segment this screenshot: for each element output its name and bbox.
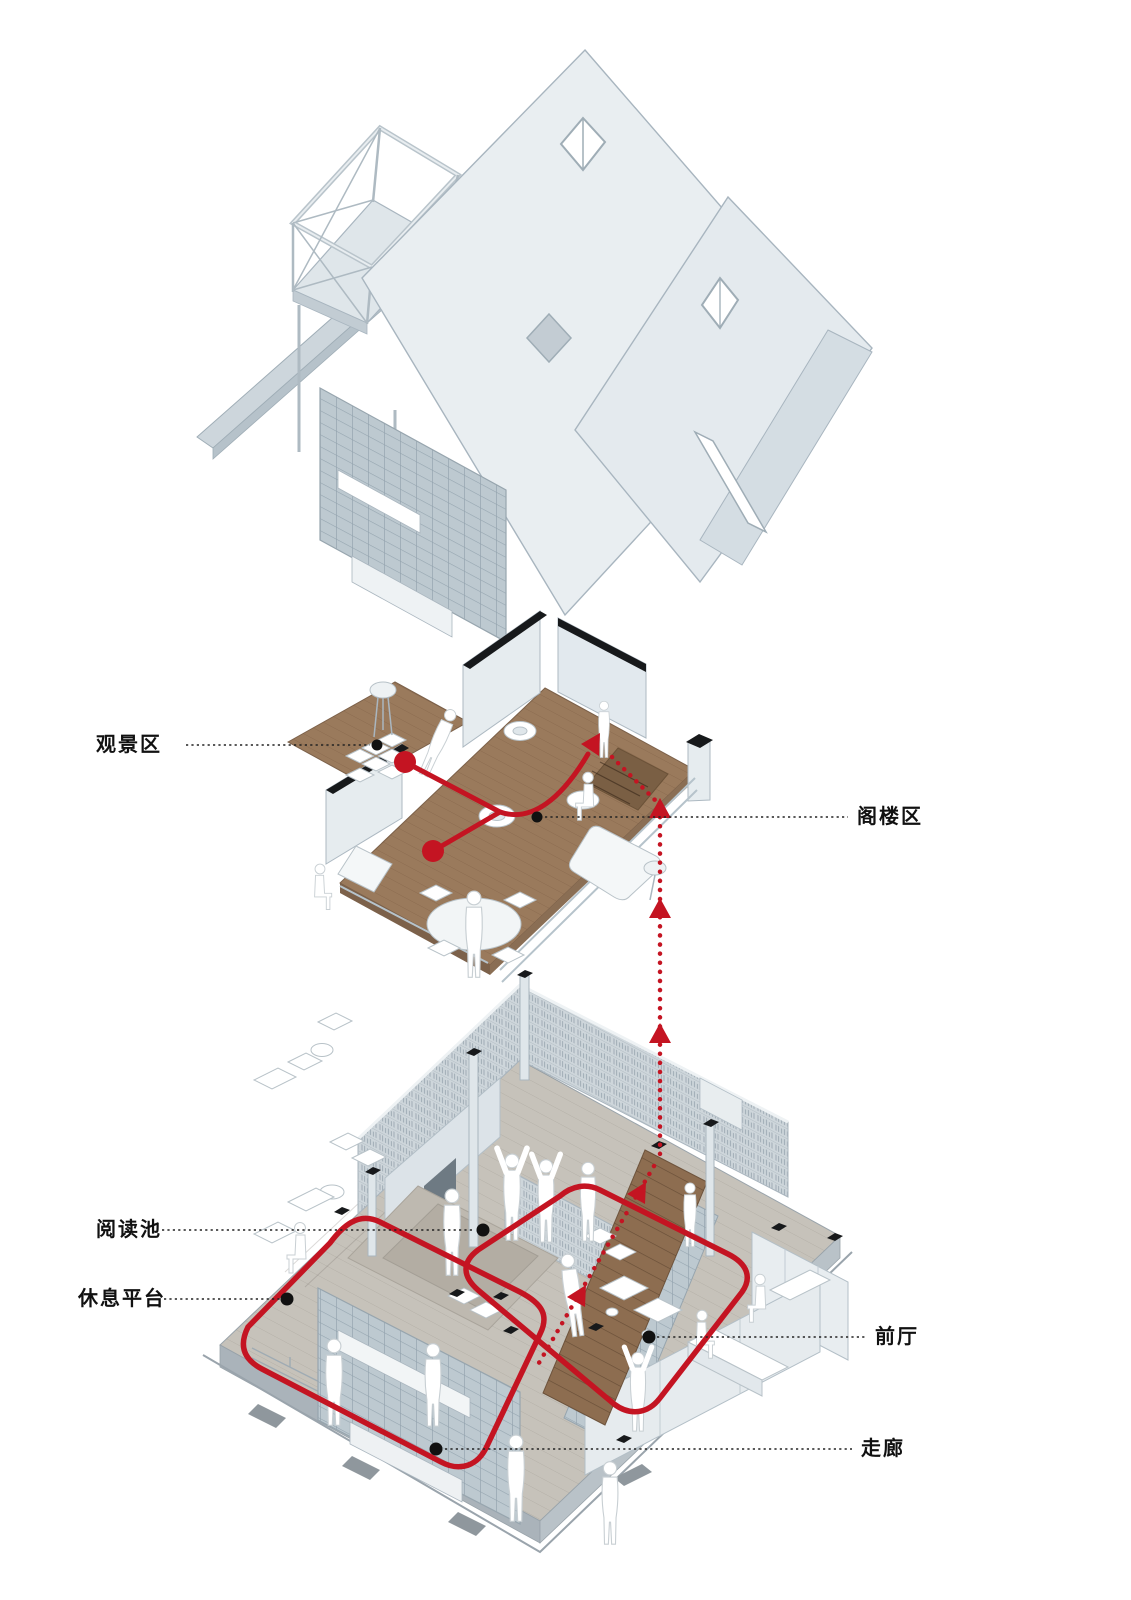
armchair xyxy=(286,1052,324,1071)
glazed-skylight xyxy=(525,312,573,364)
eave-slot-window xyxy=(693,430,768,534)
columns xyxy=(334,970,843,1443)
label-rest-platform: 休息平台 xyxy=(78,1288,166,1310)
armchair xyxy=(328,1132,366,1151)
desk xyxy=(598,1275,650,1301)
stool xyxy=(605,1307,619,1317)
skylight-window xyxy=(559,116,607,172)
armchair xyxy=(337,845,393,893)
armchair xyxy=(316,1012,354,1031)
desk xyxy=(632,1297,684,1323)
dormer-window xyxy=(700,276,740,330)
label-reading-pool: 阅读池 xyxy=(96,1219,162,1241)
bench xyxy=(286,1187,336,1212)
label-corridor: 走廊 xyxy=(861,1438,905,1460)
route-arrow xyxy=(581,733,600,756)
attic-level xyxy=(286,610,713,983)
desk xyxy=(252,1067,298,1090)
stair-arrow xyxy=(567,1285,586,1307)
floor-lamp xyxy=(369,681,397,738)
sideboard xyxy=(768,1269,832,1301)
leader-dots xyxy=(280,739,656,1456)
bookshelf-walls xyxy=(356,983,789,1216)
roof-level xyxy=(196,48,873,644)
ground-level xyxy=(202,970,853,1554)
label-viewing-area: 观景区 xyxy=(96,734,162,756)
label-attic-area: 阁楼区 xyxy=(857,806,923,828)
stair-arrow xyxy=(627,1182,646,1204)
desk xyxy=(252,1221,298,1244)
attic-route xyxy=(402,751,591,854)
route-node xyxy=(394,751,416,773)
secondary-roof-plane xyxy=(574,195,873,584)
side-table xyxy=(310,1043,334,1057)
east-loop xyxy=(463,1183,750,1415)
up-arrows xyxy=(649,798,671,1043)
label-front-hall: 前厅 xyxy=(875,1326,919,1348)
roof-terrace xyxy=(289,124,462,335)
route-node xyxy=(422,840,444,862)
armchair xyxy=(350,1148,388,1167)
leader-lines xyxy=(162,744,866,1450)
